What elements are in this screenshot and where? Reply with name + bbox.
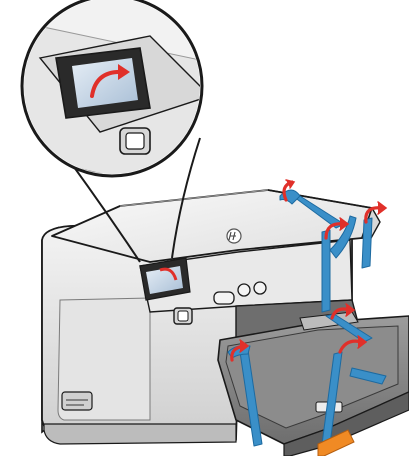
tape-right-rear xyxy=(362,218,372,268)
printer-base xyxy=(44,424,236,444)
memory-card-slot xyxy=(62,392,92,410)
control-panel-lcd xyxy=(140,258,190,300)
power-button-icon xyxy=(174,308,192,324)
zoomed-lcd-screen xyxy=(72,58,138,108)
zoomed-power-button xyxy=(120,128,150,154)
tape-right-front xyxy=(322,230,330,312)
printer xyxy=(42,190,409,456)
